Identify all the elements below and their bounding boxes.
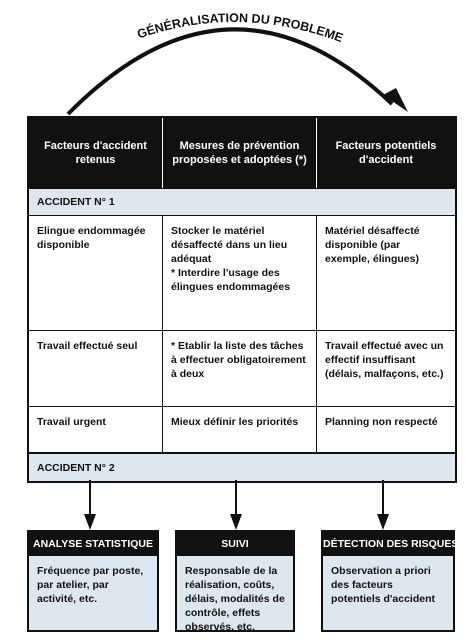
accident-table: Facteurs d'accident retenus Mesures de p…	[27, 116, 457, 483]
box-title: SUIVI	[177, 532, 293, 556]
row-potential: Matériel désaffecté disponible (par exem…	[325, 225, 420, 265]
box-analyse-statistique: ANALYSE STATISTIQUE Fréquence par poste,…	[27, 530, 159, 632]
section-accident-2: ACCIDENT N° 2	[29, 453, 455, 481]
table-row: Elingue endommagée disponible Stocker le…	[29, 216, 455, 331]
row-factor: Elingue endommagée disponible	[29, 216, 163, 330]
header-potential-factors: Facteurs potentiels d'accident	[335, 140, 437, 166]
box-body: Responsable de la réalisation, coûts, dé…	[185, 565, 285, 633]
row-potential: Planning non respecté	[325, 416, 438, 428]
box-body: Fréquence par poste, par atelier, par ac…	[37, 565, 144, 605]
box-suivi: SUIVI Responsable de la réalisation, coû…	[175, 530, 295, 633]
table-header: Facteurs d'accident retenus Mesures de p…	[29, 118, 455, 188]
arrow-to-detection	[377, 480, 389, 530]
table-row: Travail effectué seul * Etablir la liste…	[29, 331, 455, 407]
box-title: ANALYSE STATISTIQUE	[29, 532, 157, 556]
down-arrows	[84, 480, 389, 530]
row-measure: Stocker le matériel désaffecté dans un l…	[163, 216, 317, 330]
box-title: DÉTECTION DES RISQUES	[323, 532, 458, 556]
box-detection-risques: DÉTECTION DES RISQUES Observation a prio…	[321, 530, 458, 632]
generalisation-arc: GÉNÉRALISATION DU PROBLEME	[66, 11, 408, 116]
arrow-to-analyse	[84, 480, 96, 530]
row-measure: * Etablir la liste des tâches à effectue…	[163, 331, 317, 406]
row-potential: Travail effectué avec un effectif insuff…	[325, 340, 444, 380]
row-measure: Mieux définir les priorités	[163, 407, 317, 452]
arc-line	[66, 27, 394, 116]
header-accident-factors: Facteurs d'accident retenus	[29, 118, 163, 188]
header-prevention-measures: Mesures de prévention proposées et adopt…	[163, 118, 317, 188]
arc-arrowhead	[383, 88, 408, 112]
arrow-to-suivi	[230, 480, 242, 530]
box-body: Observation a priori des facteurs potent…	[331, 565, 436, 605]
row-factor: Travail effectué seul	[29, 331, 163, 406]
table-row: Travail urgent Mieux définir les priorit…	[29, 407, 455, 453]
row-factor: Travail urgent	[29, 407, 163, 452]
section-accident-1: ACCIDENT N° 1	[29, 188, 455, 216]
